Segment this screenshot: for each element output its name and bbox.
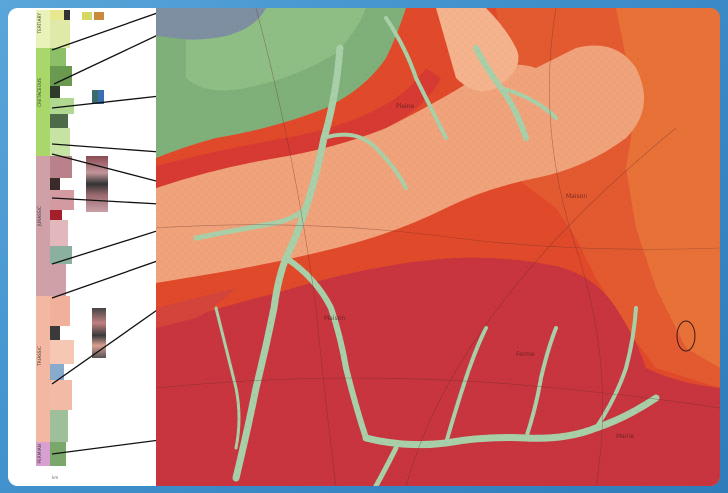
inset-log-jurassic	[86, 156, 108, 212]
era-permian: PERMIAN	[36, 442, 50, 466]
inset-log-cretaceous-2	[98, 90, 104, 104]
figure-frame: TERTIARY CRETACEOUS JURASSIC TRIASSIC PE…	[8, 8, 720, 486]
inset-log-top-2	[94, 12, 104, 20]
place-label: Ferme	[516, 351, 535, 358]
closed-contour	[676, 320, 696, 352]
geological-map: Maison Maison Plaine Ferme Mairie	[156, 8, 720, 486]
era-jurassic: JURASSIC	[36, 156, 50, 296]
map-texture	[156, 8, 720, 486]
era-cretaceous: CRETACEOUS	[36, 48, 50, 156]
place-label: Maison	[324, 315, 345, 322]
inset-log-triassic	[92, 308, 106, 358]
place-label: Maison	[566, 193, 587, 200]
place-label: Plaine	[396, 103, 414, 110]
scale-label: km	[52, 475, 59, 480]
era-band: TERTIARY CRETACEOUS JURASSIC TRIASSIC PE…	[36, 10, 50, 466]
road-network	[156, 8, 720, 486]
correlation-lines	[51, 11, 160, 455]
inset-log-cretaceous	[92, 90, 98, 104]
stratigraphic-column-panel: TERTIARY CRETACEOUS JURASSIC TRIASSIC PE…	[8, 8, 160, 486]
lithology-log	[50, 10, 76, 466]
place-label: Mairie	[616, 433, 635, 440]
era-tertiary: TERTIARY	[36, 10, 50, 48]
era-triassic: TRIASSIC	[36, 296, 50, 442]
inset-log-top	[82, 12, 92, 20]
